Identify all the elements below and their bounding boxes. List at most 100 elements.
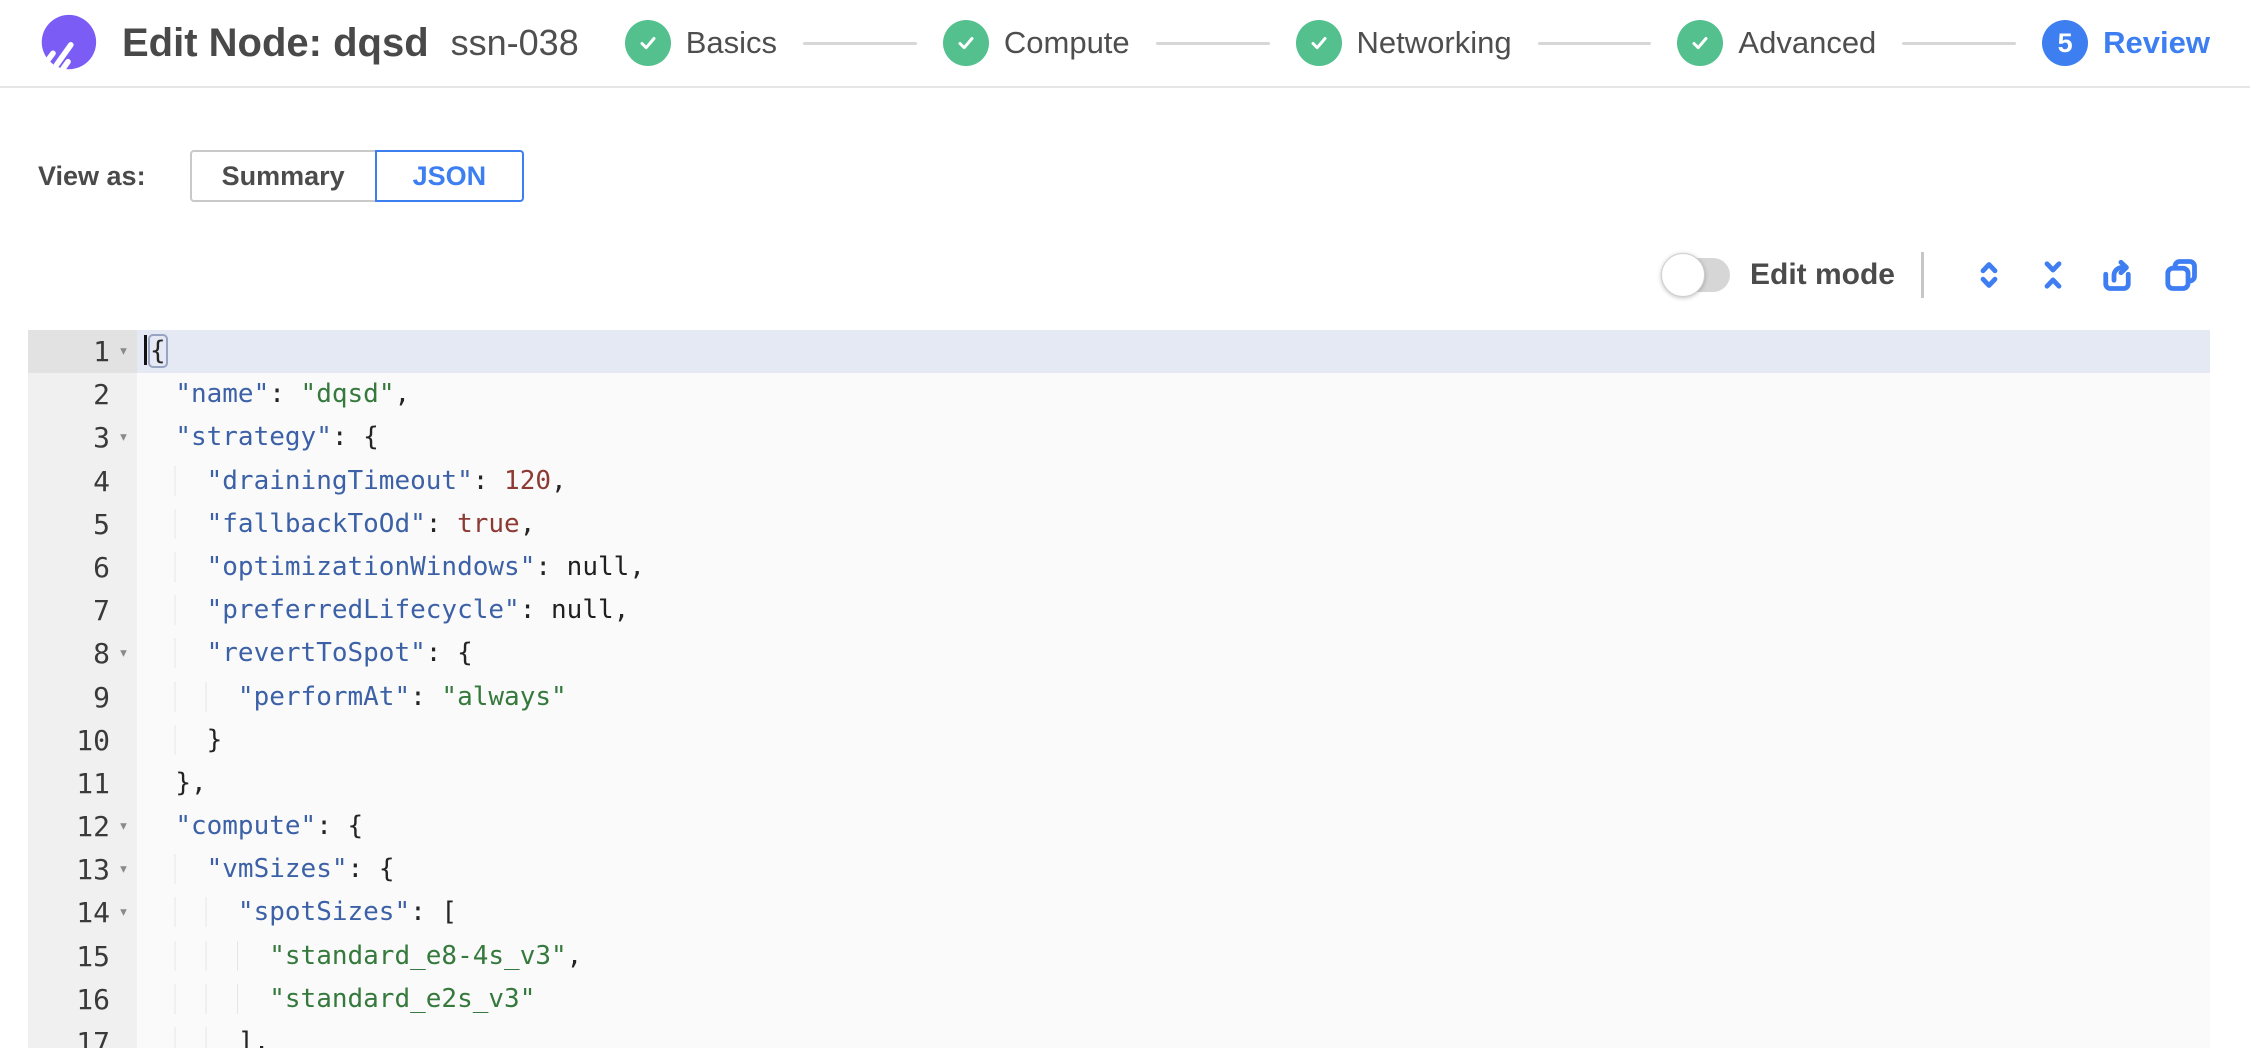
json-button[interactable]: JSON	[374, 150, 525, 202]
line-number: 12	[76, 810, 110, 844]
code-line[interactable]: 17 ],	[28, 1021, 2210, 1048]
text-cursor	[144, 335, 147, 365]
export-icon[interactable]	[2096, 254, 2138, 296]
line-number: 8	[93, 637, 110, 671]
line-number: 9	[93, 680, 110, 714]
step-advanced[interactable]: Advanced	[1677, 20, 1876, 66]
check-icon	[1677, 20, 1724, 66]
line-number: 11	[76, 766, 110, 800]
line-number-cell: 11	[28, 761, 137, 806]
line-number: 4	[93, 464, 110, 498]
code-line[interactable]: 6 "optimizationWindows": null,	[28, 545, 2210, 590]
code-text[interactable]: "vmSizes": {	[137, 848, 2210, 891]
line-number: 15	[76, 939, 110, 973]
fold-arrow-icon[interactable]: ▾	[118, 902, 129, 923]
fold-arrow-icon[interactable]: ▾	[118, 859, 129, 880]
check-icon	[1295, 20, 1342, 66]
check-icon	[624, 20, 671, 66]
line-number: 6	[93, 550, 110, 584]
line-number: 2	[93, 378, 110, 412]
line-number: 10	[76, 723, 110, 757]
code-line[interactable]: 8▾ "revertToSpot": {	[28, 632, 2210, 676]
code-text[interactable]: "standard_e8-4s_v3",	[137, 935, 2210, 978]
code-line[interactable]: 16 "standard_e2s_v3"	[28, 977, 2210, 1021]
code-line[interactable]: 13 ▾ "vmSizes": {	[28, 848, 2210, 892]
code-text[interactable]: "compute": {	[137, 805, 2210, 848]
fold-arrow-icon[interactable]: ▾	[118, 816, 129, 837]
code-line[interactable]: 14 ▾ "spotSizes": [	[28, 891, 2210, 935]
line-number-cell: 5	[28, 502, 137, 546]
code-text[interactable]: ],	[137, 1021, 2210, 1048]
collapse-icon[interactable]	[2032, 254, 2074, 296]
copy-icon[interactable]	[2160, 254, 2202, 296]
fold-arrow-icon[interactable]: ▾	[118, 427, 129, 448]
spot-logo-icon	[41, 14, 97, 72]
line-number-cell: 16	[28, 977, 137, 1021]
code-line[interactable]: 5 "fallbackToOd": true,	[28, 502, 2210, 546]
check-icon	[942, 20, 989, 66]
line-number-cell: 4	[28, 459, 137, 503]
code-line[interactable]: 1▾{	[28, 330, 2210, 374]
code-text[interactable]: }	[137, 719, 2210, 762]
line-number: 17	[76, 1026, 110, 1048]
line-number: 3	[93, 421, 110, 455]
line-number: 16	[76, 982, 110, 1016]
code-text[interactable]: "fallbackToOd": true,	[137, 503, 2210, 546]
code-text[interactable]: "drainingTimeout": 120,	[137, 460, 2210, 503]
line-number: 13	[76, 853, 110, 887]
code-line[interactable]: 12 ▾ "compute": {	[28, 805, 2210, 849]
fold-arrow-icon[interactable]: ▾	[118, 341, 129, 361]
edit-mode-toggle[interactable]	[1660, 253, 1730, 297]
code-text[interactable]: "performAt": "always"	[137, 676, 2210, 719]
code-line[interactable]: 2 "name": "dqsd",	[28, 373, 2210, 417]
code-text[interactable]: "revertToSpot": {	[137, 632, 2210, 675]
code-line[interactable]: 3▾ "strategy": {	[28, 416, 2210, 460]
line-number-cell: 12 ▾	[28, 805, 137, 849]
line-number-cell: 15	[28, 934, 137, 978]
code-line[interactable]: 4 "drainingTimeout": 120,	[28, 459, 2210, 503]
code-text[interactable]: {	[137, 330, 2210, 374]
fold-arrow-icon[interactable]: ▾	[118, 643, 129, 664]
code-editor[interactable]: 1▾{2 "name": "dqsd",3▾ "strategy": {4 "d…	[28, 330, 2210, 1048]
step-number-badge: 5	[2042, 20, 2089, 66]
code-line[interactable]: 9 "performAt": "always"	[28, 675, 2210, 719]
code-text[interactable]: "strategy": {	[137, 416, 2210, 459]
step-connector	[1155, 41, 1270, 45]
code-text[interactable]: "optimizationWindows": null,	[137, 546, 2210, 589]
wizard-header: Edit Node: dqsd ssn-038 Basics Compute N…	[0, 0, 2250, 88]
code-text[interactable]: "preferredLifecycle": null,	[137, 589, 2210, 632]
line-number: 7	[93, 594, 110, 628]
edit-mode-label: Edit mode	[1749, 258, 1895, 291]
wizard-stepper: Basics Compute Networking Advanced 5	[624, 20, 2210, 66]
toggle-knob[interactable]	[1660, 253, 1705, 297]
expand-icon[interactable]	[1968, 254, 2010, 296]
summary-button[interactable]: Summary	[189, 150, 377, 202]
step-networking[interactable]: Networking	[1295, 20, 1512, 66]
line-number: 5	[93, 507, 110, 541]
line-number-cell: 7	[28, 589, 137, 633]
code-line[interactable]: 11 },	[28, 761, 2210, 806]
line-number-cell: 8▾	[28, 632, 137, 676]
step-basics[interactable]: Basics	[624, 20, 777, 66]
line-number-cell: 6	[28, 545, 137, 590]
code-text[interactable]: },	[137, 762, 2210, 805]
step-connector	[1902, 41, 2017, 45]
line-number-cell: 13 ▾	[28, 848, 137, 892]
toolbar-divider	[1921, 252, 1924, 298]
line-number: 14	[76, 896, 110, 930]
line-number-cell: 17	[28, 1021, 137, 1048]
code-text[interactable]: "name": "dqsd",	[137, 373, 2210, 416]
code-text[interactable]: "standard_e2s_v3"	[137, 978, 2210, 1021]
line-number-cell: 1▾	[28, 330, 137, 374]
line-number: 1	[93, 335, 110, 368]
code-text[interactable]: "spotSizes": [	[137, 891, 2210, 934]
code-line[interactable]: 7 "preferredLifecycle": null,	[28, 589, 2210, 633]
code-line[interactable]: 10 }	[28, 718, 2210, 762]
line-number-cell: 2	[28, 373, 137, 417]
node-id: ssn-038	[450, 22, 579, 63]
code-line[interactable]: 15 "standard_e8-4s_v3",	[28, 934, 2210, 978]
step-compute[interactable]: Compute	[942, 20, 1130, 66]
step-review[interactable]: 5 Review	[2042, 20, 2210, 66]
page-title: Edit Node: dqsd	[122, 20, 429, 65]
line-number-cell: 3▾	[28, 416, 137, 460]
